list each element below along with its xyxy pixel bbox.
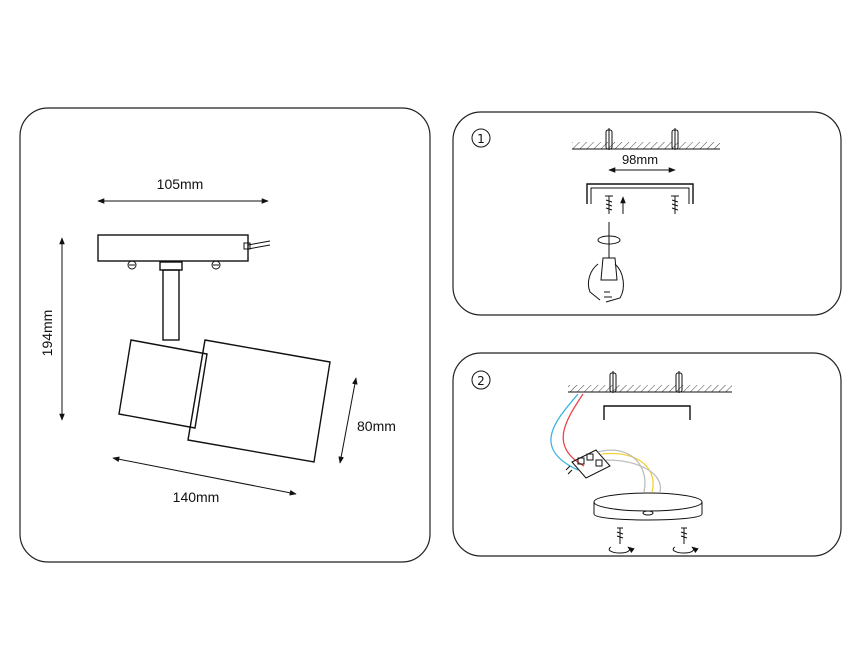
ceiling-hatch [568,385,732,393]
step-1-number: 1 [477,132,485,146]
canopy-disc [593,492,703,521]
width-label: 105mm [157,176,204,192]
supply-wire-blue [550,393,579,471]
stem-arm [159,261,183,341]
fixture-wire-grey [597,449,646,493]
wall-anchors [609,371,683,393]
step-1-panel: 1 98mm [452,111,842,316]
spacing-label: 98mm [622,152,658,167]
mounting-bracket [586,183,694,204]
diameter-label: 80mm [357,418,396,434]
diameter-dimension-arrow [338,377,358,464]
mounting-bracket [603,405,691,420]
dimensions-panel: 105mm 194mm 80mm 140 [19,107,431,563]
screw-icon [616,527,688,544]
fixture-wire-yellow [601,452,654,493]
step-2-panel: 2 [452,352,842,557]
ceiling-hatch [572,142,720,150]
length-label: 140mm [173,489,220,505]
lamp-body-rear [118,339,208,429]
length-dimension-arrow [112,456,297,496]
screwdriver-hand-icon [587,222,624,303]
canopy-base [97,234,271,270]
supply-wire-red [562,393,585,467]
wall-anchors [605,128,679,150]
screw-icon [605,195,679,214]
rotate-arrow-icon [608,546,699,554]
step-2-number: 2 [477,374,485,388]
terminal-block-icon [565,449,611,479]
height-label: 194mm [39,310,55,357]
